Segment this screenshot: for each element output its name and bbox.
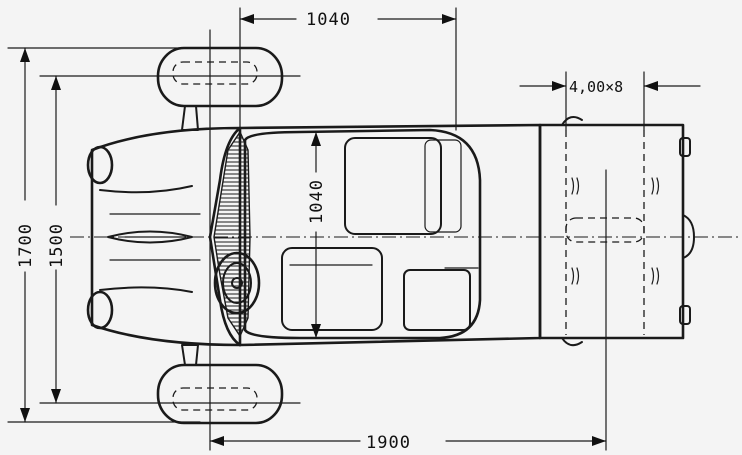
seat-back [344, 137, 442, 235]
front-wheel-hidden [565, 217, 645, 243]
overall-width-label: 1700 [16, 223, 36, 268]
dimension-wheelbase: 1900 [209, 433, 607, 453]
dimension-cockpit-width: 1040 [307, 131, 327, 339]
dimension-track-width: 1500 [47, 75, 67, 404]
front-section [538, 115, 695, 347]
rear-right-tyre [156, 344, 284, 425]
extension-lines [7, 7, 645, 451]
cockpit [243, 128, 482, 340]
pedal-box [403, 269, 471, 331]
top-width-label: 1040 [306, 10, 351, 30]
dimension-overall-width: 1700 [16, 47, 36, 423]
tyre-size-label: 4,00×8 [569, 78, 623, 96]
wheelbase-label: 1900 [366, 433, 411, 453]
steering-wheel [213, 251, 261, 315]
dimension-top-width: 1040 [239, 10, 457, 30]
track-width-label: 1500 [47, 223, 67, 268]
rear-left-tyre [156, 46, 284, 131]
dimension-tyre-size: 4,00×8 [519, 78, 701, 96]
seat-back-inner [424, 139, 462, 233]
cockpit-width-label: 1040 [307, 179, 327, 224]
seat-cushion [281, 247, 383, 331]
